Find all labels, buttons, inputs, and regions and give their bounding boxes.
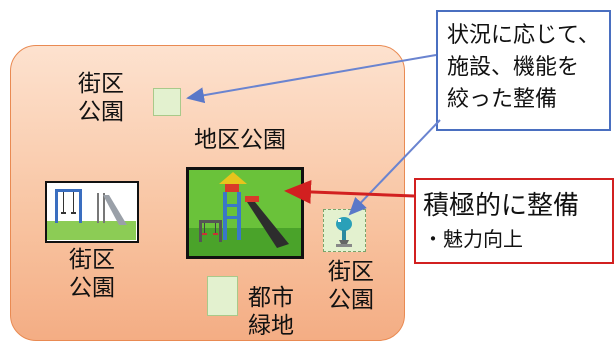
spring-rider-icon (323, 209, 366, 252)
park-label-center: 地区公園 (194, 127, 286, 153)
callout-limited-maintenance: 状況に応じて、 施設、機能を 絞った整備 (436, 10, 611, 131)
park-marker-top-left (153, 88, 181, 116)
green-space-marker (207, 276, 238, 316)
green-space-label: 都市 緑地 (248, 285, 294, 339)
callout-active-maintenance: 積極的に整備 ・魅力向上 (414, 178, 614, 264)
park-label-bottom-left: 街区 公園 (69, 247, 115, 301)
park-label-right: 街区 公園 (328, 259, 374, 313)
swing-slide-icon (45, 181, 139, 243)
playground-slide-icon (186, 167, 304, 259)
park-label-top-left: 街区 公園 (78, 71, 124, 125)
